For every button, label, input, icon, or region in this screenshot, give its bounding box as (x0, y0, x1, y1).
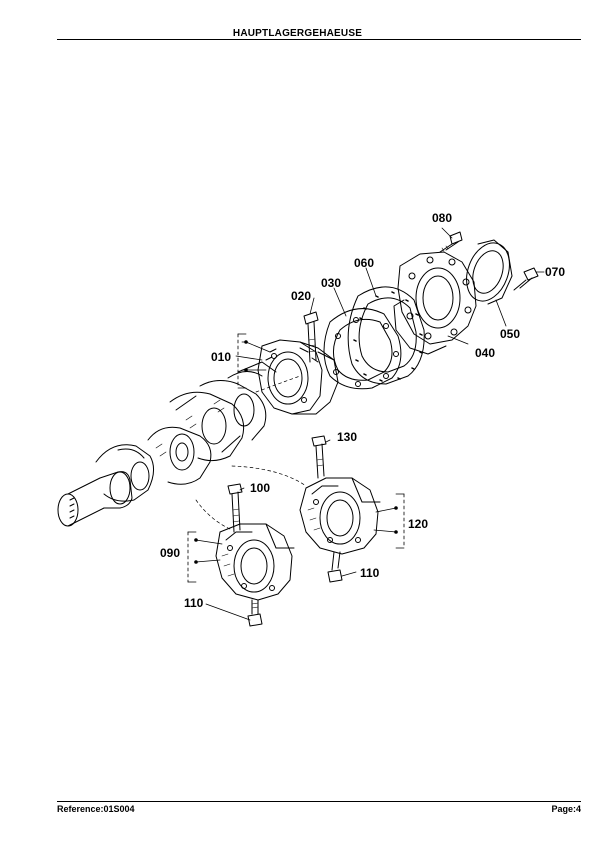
leader-lines (205, 227, 545, 621)
bracket-dots (194, 340, 398, 564)
bearing-case-010 (257, 339, 339, 415)
callout-020: 020 (291, 289, 311, 303)
crankshaft-drawing (57, 361, 277, 527)
bolt-130 (311, 435, 327, 479)
callout-130: 130 (337, 430, 357, 444)
bolt-110-upper (327, 551, 343, 583)
callout-100: 100 (250, 481, 270, 495)
header-rule (57, 39, 581, 40)
footer-reference: Reference:01S004 (57, 804, 135, 814)
gasket-030 (323, 308, 402, 390)
bolt-110-lower (247, 599, 263, 627)
callout-030: 030 (321, 276, 341, 290)
callout-110-lower: 110 (184, 596, 204, 610)
callout-040: 040 (475, 346, 495, 360)
callout-060: 060 (354, 256, 374, 270)
bolt-080 (439, 231, 463, 253)
callout-050: 050 (500, 327, 520, 341)
footer-page-number: Page:4 (551, 804, 581, 814)
callout-120: 120 (408, 517, 428, 531)
group-brackets (187, 333, 405, 583)
seal-case-040 (393, 251, 477, 355)
callout-070: 070 (545, 265, 565, 279)
oil-seal-050 (466, 239, 513, 305)
bearing-case-090 (215, 523, 295, 601)
bolt-100 (227, 483, 243, 533)
bearing-case-120 (299, 477, 381, 555)
callout-010: 010 (211, 350, 231, 364)
bolt-070 (513, 267, 539, 291)
callout-080: 080 (432, 211, 452, 225)
footer-rule (57, 801, 581, 802)
callout-110-upper: 110 (360, 566, 380, 580)
callout-090: 090 (160, 546, 180, 560)
bolt-020 (303, 311, 319, 363)
page-title: HAUPTLAGERGEHAEUSE (232, 28, 363, 39)
